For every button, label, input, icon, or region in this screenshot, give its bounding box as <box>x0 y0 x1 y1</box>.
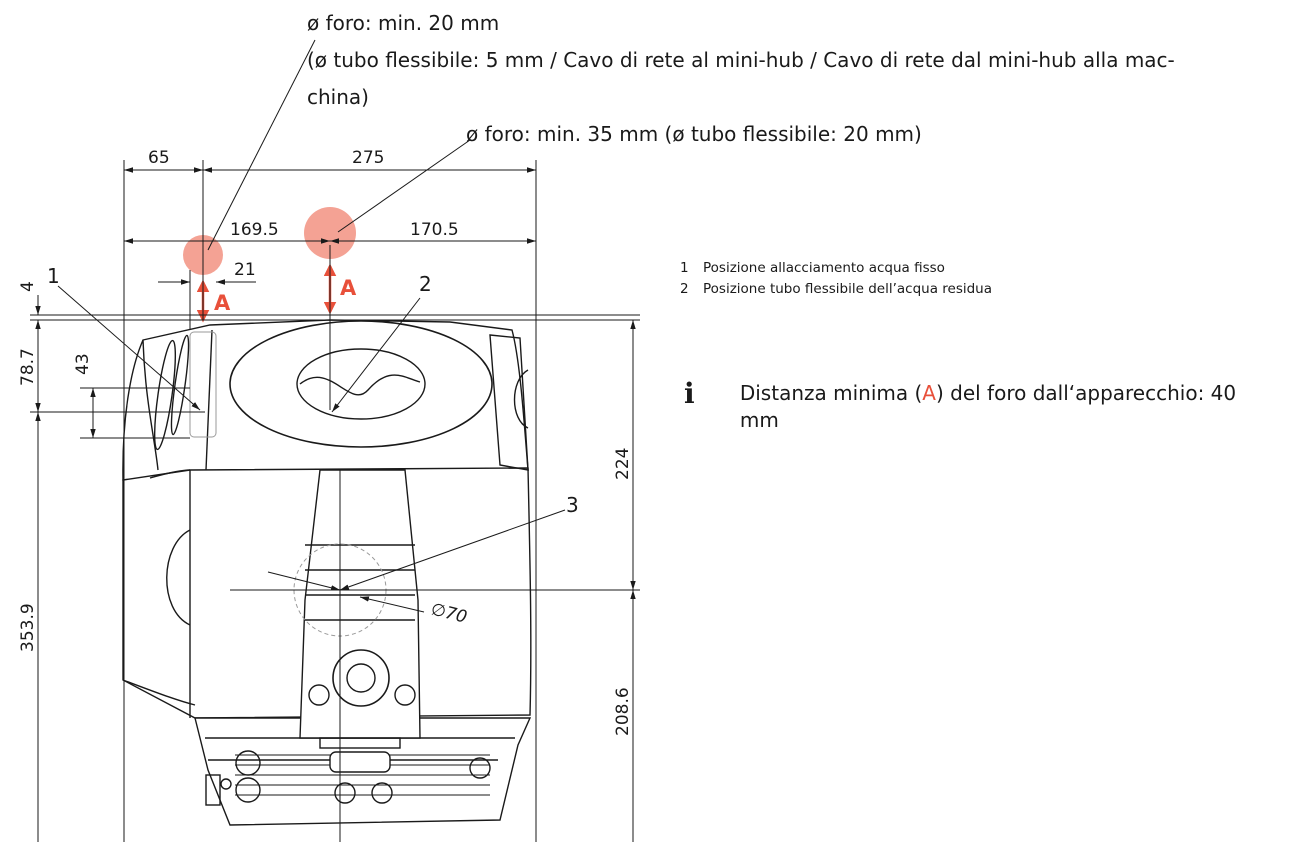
dim-21: 21 <box>234 260 256 280</box>
dim-169-5: 169.5 <box>230 220 279 240</box>
leader-lines <box>57 39 566 591</box>
dimension-lines <box>30 160 640 842</box>
marker-a-right: A <box>340 276 357 300</box>
dim-4: 4 <box>18 281 38 292</box>
info-marker: A <box>922 381 936 405</box>
info-text-after: ) del foro dall‘apparecchio: 40 mm <box>739 381 1237 432</box>
dim-208-6: 208.6 <box>613 687 633 736</box>
callout-2: 2 <box>419 272 432 296</box>
callout-3: 3 <box>566 493 579 517</box>
legend-item: 1 Posizione allacciamento acqua fisso <box>680 258 992 279</box>
hole-small-label: ø foro: min. 20 mm <box>307 11 499 35</box>
hole-large <box>304 207 356 259</box>
marker-a-left: A <box>214 291 231 315</box>
legend-number: 2 <box>680 281 689 297</box>
info-text-before: Distanza minima ( <box>739 381 923 405</box>
dim-65: 65 <box>148 148 170 168</box>
dim-78-7: 78.7 <box>18 348 38 386</box>
legend-text: Posizione tubo flessibile dell’acqua res… <box>703 281 993 297</box>
dim-224: 224 <box>613 448 633 480</box>
info-note: i Distanza minima (A) del foro dall‘appa… <box>680 380 1280 434</box>
callout-1: 1 <box>47 264 60 288</box>
dim-275: 275 <box>352 148 384 168</box>
dim-353-9: 353.9 <box>18 603 38 652</box>
dim-43: 43 <box>73 353 93 375</box>
water-inlet-outline <box>189 331 217 438</box>
hole-small-detail: (ø tubo flessibile: 5 mm / Cavo di rete … <box>307 48 1175 72</box>
legend: 1 Posizione allacciamento acqua fisso 2 … <box>680 258 992 300</box>
info-icon: i <box>684 377 695 410</box>
machine-outline <box>122 319 532 826</box>
legend-number: 1 <box>680 260 689 276</box>
legend-item: 2 Posizione tubo flessibile dell’acqua r… <box>680 279 992 300</box>
info-text: Distanza minima (A) del foro dall‘appare… <box>740 380 1280 434</box>
dim-170-5: 170.5 <box>410 220 459 240</box>
hole-large-label: ø foro: min. 35 mm (ø tubo flessibile: 2… <box>466 122 922 146</box>
hole-small-detail-cont: china) <box>307 85 369 109</box>
legend-text: Posizione allacciamento acqua fisso <box>703 260 945 276</box>
